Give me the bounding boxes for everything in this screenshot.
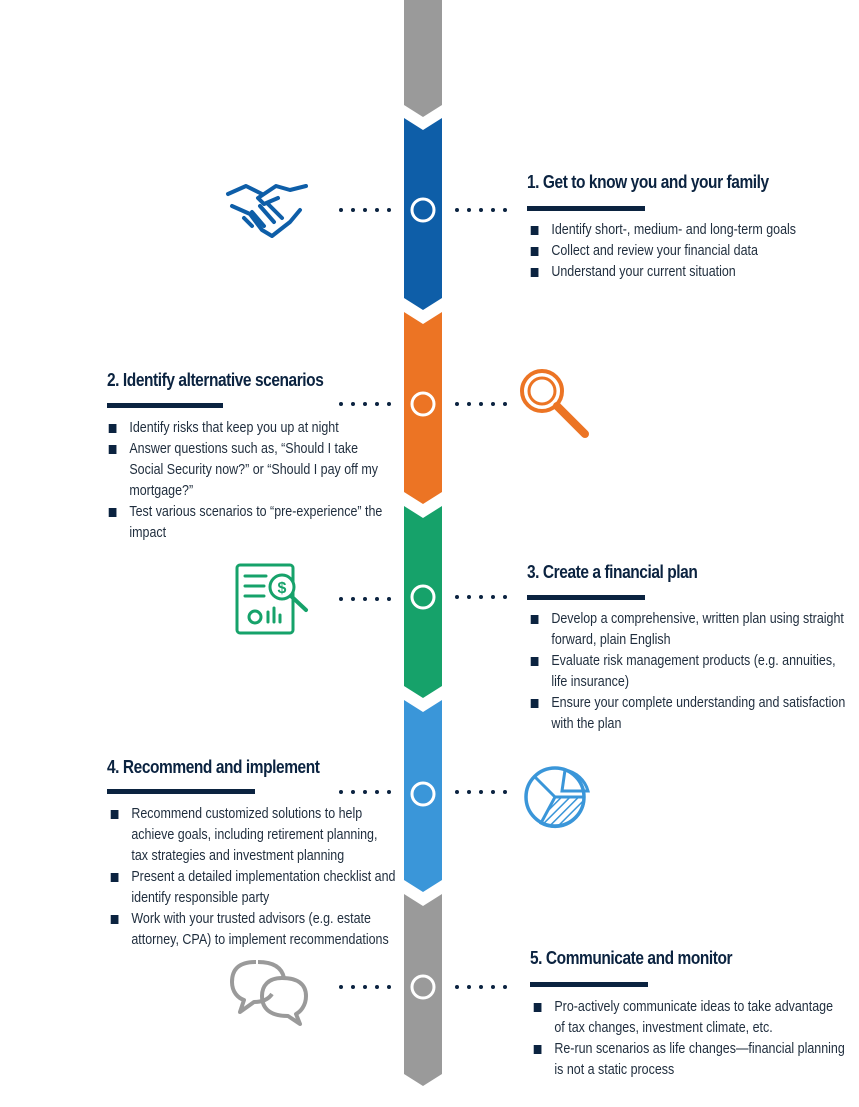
- connector-dots-3: [339, 595, 507, 601]
- list-item: Pro-actively communicate ideas to take a…: [532, 997, 846, 1039]
- svg-text:$: $: [278, 580, 287, 597]
- connector-dots-4: [339, 790, 507, 794]
- step-1-title: 1. Get to know you and your family: [527, 172, 769, 192]
- step-4-title: 4. Recommend and implement: [107, 757, 320, 777]
- step-2-title: 2. Identify alternative scenarios: [107, 370, 324, 390]
- connector-dots-5: [339, 985, 507, 989]
- pie-chart-icon: [524, 766, 590, 829]
- step-5-title: 5. Communicate and monitor: [530, 948, 733, 968]
- connector-dots-2: [339, 402, 507, 406]
- step-4-rule: [107, 789, 255, 794]
- list-item: Collect and review your financial data: [529, 241, 804, 262]
- timeline-segment-5: [404, 894, 442, 1086]
- list-item: Work with your trusted advisors (e.g. es…: [109, 909, 397, 951]
- step-2-rule: [107, 403, 223, 408]
- list-item: Develop a comprehensive, written plan us…: [529, 609, 847, 651]
- step-1-bullets: Identify short-, medium- and long-term g…: [529, 220, 804, 283]
- list-item: Identify risks that keep you up at night: [107, 418, 384, 439]
- step-3-bullets: Develop a comprehensive, written plan us…: [529, 609, 847, 735]
- list-item: Identify short-, medium- and long-term g…: [529, 220, 804, 241]
- timeline-segment-top: [404, 0, 442, 117]
- timeline-node-2: [410, 391, 436, 417]
- list-item: Recommend customized solutions to help a…: [109, 804, 397, 867]
- chat-bubbles-icon: [230, 960, 308, 1026]
- timeline-segment-4: [404, 700, 442, 892]
- timeline-node-5: [410, 974, 436, 1000]
- step-5-rule: [530, 982, 648, 987]
- list-item: Re-run scenarios as life changes—financi…: [532, 1039, 846, 1081]
- timeline-node-1: [410, 197, 436, 223]
- step-5-bullets: Pro-actively communicate ideas to take a…: [532, 997, 846, 1081]
- list-item: Ensure your complete understanding and s…: [529, 693, 847, 735]
- magnifier-icon: [520, 369, 589, 438]
- connector-dots-1: [339, 208, 507, 212]
- step-4-bullets: Recommend customized solutions to help a…: [109, 804, 397, 951]
- step-1-rule: [527, 206, 645, 211]
- timeline-segment-3: [404, 506, 442, 698]
- step-2-bullets: Identify risks that keep you up at night…: [107, 418, 384, 544]
- timeline-node-3: [410, 584, 436, 610]
- list-item: Understand your current situation: [529, 262, 804, 283]
- list-item: Evaluate risk management products (e.g. …: [529, 651, 847, 693]
- list-item: Present a detailed implementation checkl…: [109, 867, 397, 909]
- list-item: Test various scenarios to “pre-experienc…: [107, 502, 384, 544]
- step-3-title: 3. Create a financial plan: [527, 562, 698, 582]
- step-3-rule: [527, 595, 645, 600]
- list-item: Answer questions such as, “Should I take…: [107, 439, 384, 502]
- timeline-segment-2: [404, 312, 442, 504]
- timeline-segment-1: [404, 118, 442, 310]
- handshake-icon: [226, 184, 308, 238]
- timeline-node-4: [410, 781, 436, 807]
- financial-report-icon: $: [235, 563, 308, 635]
